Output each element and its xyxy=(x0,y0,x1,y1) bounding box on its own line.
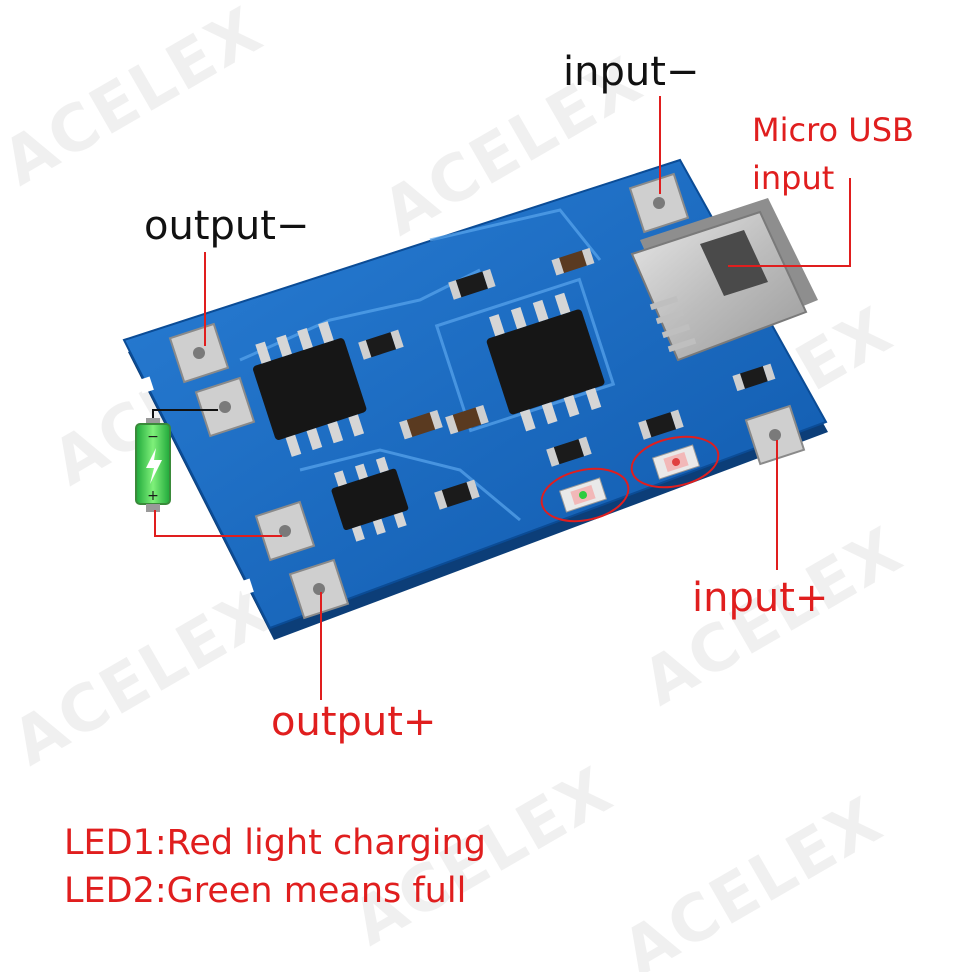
svg-text:−: − xyxy=(147,429,159,445)
micro-usb-label: Micro USB xyxy=(752,111,914,149)
input-plus-label: input+ xyxy=(692,575,829,621)
battery-icon: − + xyxy=(135,418,171,512)
micro-usb-input-label: input xyxy=(752,159,835,197)
svg-text:+: + xyxy=(147,488,159,504)
output-plus-label: output+ xyxy=(271,699,437,745)
output-minus-label: output− xyxy=(144,203,310,249)
input-minus-label: input− xyxy=(563,49,700,95)
led2-note: LED2:Green means full xyxy=(64,871,467,911)
ic-chips xyxy=(253,292,605,542)
pad-holes xyxy=(193,197,781,595)
led-indicators xyxy=(540,435,720,523)
callout-lines xyxy=(152,96,851,700)
led1-note: LED1:Red light charging xyxy=(64,823,486,863)
micro-usb-connector xyxy=(630,198,818,362)
smd-components xyxy=(358,247,776,510)
